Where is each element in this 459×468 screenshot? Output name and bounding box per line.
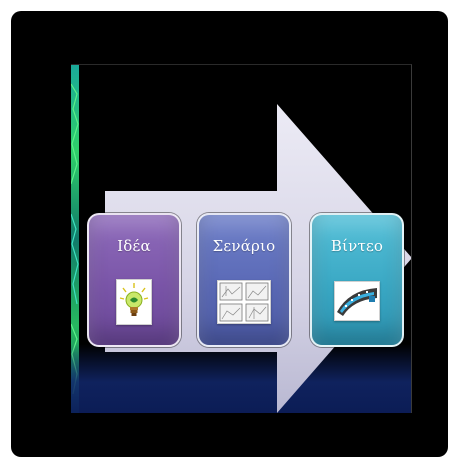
step-video-label: Βίντεο: [312, 237, 402, 255]
step-script-box: Σενάριο: [197, 213, 291, 347]
slide: Ιδέα Σενάριο: [71, 64, 412, 413]
step-idea-label: Ιδέα: [89, 237, 179, 255]
step-script-label: Σενάριο: [199, 237, 289, 255]
lightbulb-icon: [116, 279, 152, 325]
storyboard-icon: [217, 280, 271, 324]
step-idea-box: Ιδέα: [87, 213, 181, 347]
step-video-box: Βίντεο: [310, 213, 404, 347]
film-strip-icon: [334, 281, 380, 321]
